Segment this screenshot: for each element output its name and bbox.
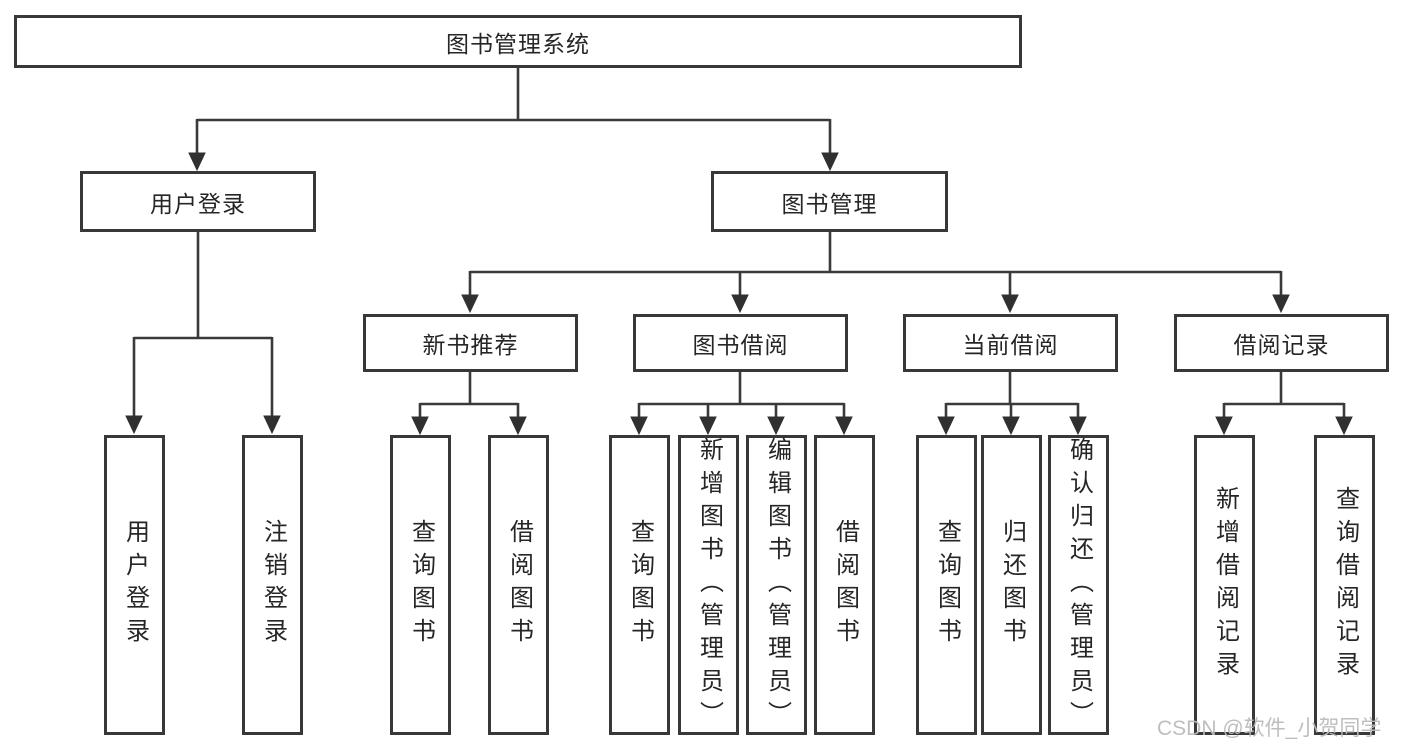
node-borrow-records: 借阅记录 bbox=[1174, 314, 1389, 372]
node-label: 图书管理系统 bbox=[446, 30, 590, 57]
leaf-return-books: 归还图书 bbox=[981, 435, 1042, 735]
node-book-borrow: 图书借阅 bbox=[633, 314, 848, 372]
leaf-edit-books-admin: 编辑图书（管理员） bbox=[746, 435, 807, 735]
node-library-management-system: 图书管理系统 bbox=[14, 15, 1022, 68]
node-label: 新增图书（管理员） bbox=[695, 436, 723, 734]
leaf-query-borrow-record: 查询借阅记录 bbox=[1314, 435, 1375, 735]
node-new-book-recommend: 新书推荐 bbox=[363, 314, 578, 372]
node-label: 确认归还（管理员） bbox=[1065, 436, 1093, 734]
csdn-watermark: CSDN @软件_小贺同学 bbox=[1157, 717, 1382, 740]
leaf-logout: 注销登录 bbox=[242, 435, 303, 735]
leaf-query-books-recommend: 查询图书 bbox=[390, 435, 451, 735]
node-book-management: 图书管理 bbox=[711, 171, 948, 232]
leaf-borrow-books-recommend: 借阅图书 bbox=[488, 435, 549, 735]
leaf-query-books-current: 查询图书 bbox=[916, 435, 977, 735]
node-label: 归还图书 bbox=[998, 519, 1026, 651]
node-label: 新增借阅记录 bbox=[1211, 486, 1239, 684]
node-label: 查询图书 bbox=[933, 519, 961, 651]
leaf-borrow-books: 借阅图书 bbox=[814, 435, 875, 735]
node-label: 当前借阅 bbox=[962, 332, 1059, 358]
leaf-add-books-admin: 新增图书（管理员） bbox=[678, 435, 739, 735]
node-label: 用户登录 bbox=[121, 519, 149, 651]
node-label: 借阅记录 bbox=[1233, 332, 1330, 358]
node-label: 图书借阅 bbox=[692, 332, 789, 358]
node-label: 查询图书 bbox=[626, 519, 654, 651]
node-label: 查询借阅记录 bbox=[1331, 486, 1359, 684]
node-label: 借阅图书 bbox=[831, 519, 859, 651]
node-label: 新书推荐 bbox=[422, 332, 519, 358]
node-label: 编辑图书（管理员） bbox=[763, 436, 791, 734]
node-label: 借阅图书 bbox=[505, 519, 533, 651]
node-label: 注销登录 bbox=[259, 519, 287, 651]
leaf-confirm-return-admin: 确认归还（管理员） bbox=[1048, 435, 1109, 735]
leaf-query-books-borrow: 查询图书 bbox=[609, 435, 670, 735]
node-label: 查询图书 bbox=[407, 519, 435, 651]
leaf-user-login: 用户登录 bbox=[104, 435, 165, 735]
node-current-borrow: 当前借阅 bbox=[903, 314, 1118, 372]
leaf-add-borrow-record: 新增借阅记录 bbox=[1194, 435, 1255, 735]
node-user-login: 用户登录 bbox=[80, 171, 316, 232]
node-label: 图书管理 bbox=[781, 190, 878, 217]
node-label: 用户登录 bbox=[150, 190, 246, 217]
